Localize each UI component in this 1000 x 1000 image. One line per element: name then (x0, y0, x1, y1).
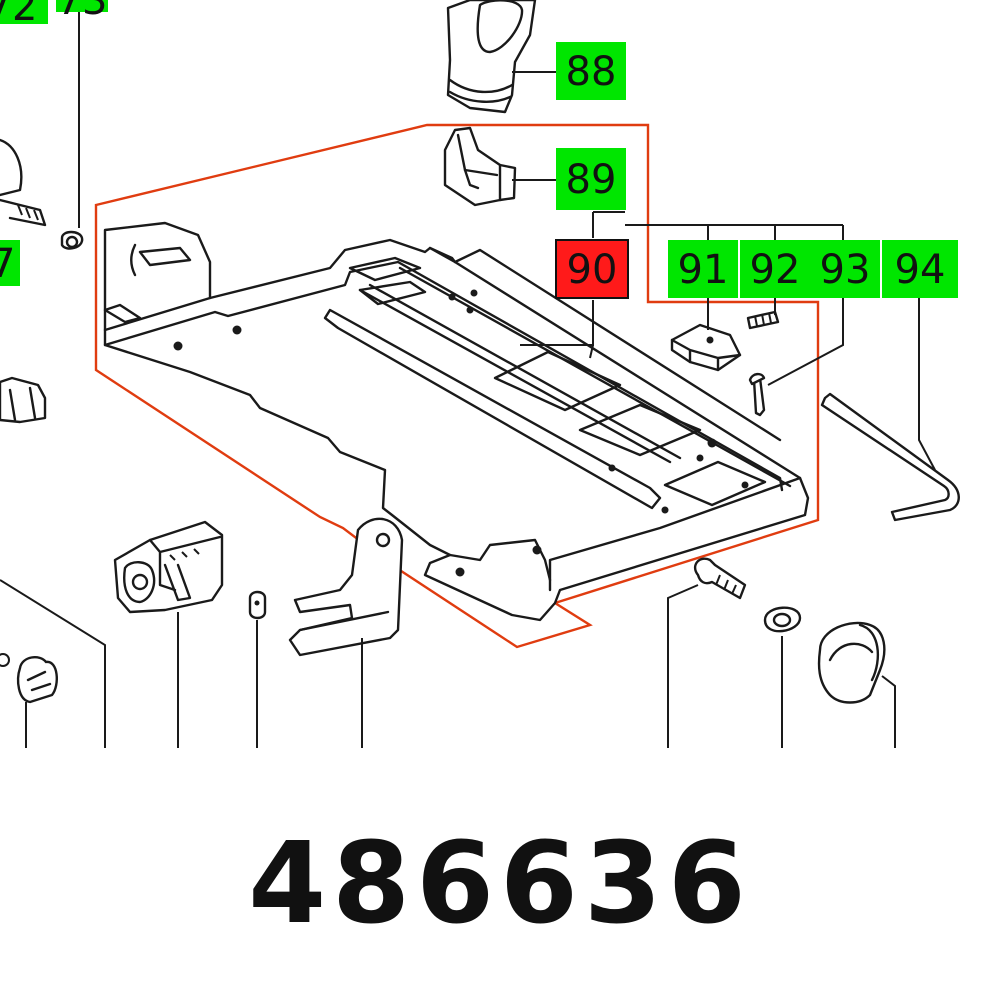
grub-screw-part (746, 310, 780, 330)
clamp-block-part (113, 520, 224, 614)
callout-93: 93 (810, 240, 880, 298)
callout-text-72: 72 (0, 0, 37, 30)
callout-text-92: 92 (750, 247, 801, 293)
callout-text-94: 94 (895, 247, 946, 293)
callout-box-90 (555, 239, 629, 299)
callout-box-73 (56, 0, 108, 12)
callout-labels: 72 73 77 88 89 90 91 92 93 94 (0, 0, 958, 299)
small-nut-part (248, 590, 267, 620)
hex-key-part (820, 392, 960, 522)
callout-box-72 (0, 0, 48, 24)
slider-block-part (670, 323, 742, 372)
callout-94: 94 (882, 240, 958, 298)
callout-box-89 (556, 148, 626, 210)
callout-text-89: 89 (566, 157, 617, 203)
callout-text-93: 93 (820, 247, 871, 293)
clip-part (443, 126, 517, 207)
callout-88: 88 (556, 42, 626, 100)
left-side-parts (0, 138, 84, 704)
callout-text-88: 88 (566, 49, 617, 95)
bracket-part (288, 517, 404, 657)
callout-91: 91 (668, 240, 738, 298)
callout-text-77: 77 (0, 241, 15, 287)
leader-lines (0, 0, 936, 748)
base-plate (103, 221, 810, 622)
callout-box-77 (0, 240, 20, 286)
callout-box-94 (882, 240, 958, 298)
callout-box-93 (810, 240, 880, 298)
callout-text-90: 90 (567, 247, 618, 293)
callout-90: 90 (555, 239, 629, 299)
callout-text-73: 73 (57, 0, 108, 24)
callout-77: 77 (0, 240, 20, 287)
callout-89: 89 (556, 148, 626, 210)
callout-box-91 (668, 240, 738, 298)
callout-92: 92 (740, 240, 810, 298)
callout-72: 72 (0, 0, 48, 30)
callout-73: 73 (56, 0, 108, 24)
callout-text-91: 91 (678, 247, 729, 293)
screw-part (748, 372, 766, 417)
part-number: 486636 (248, 819, 752, 949)
part-90-outline (94, 123, 820, 649)
right-side-parts (693, 557, 886, 704)
callout-box-88 (556, 42, 626, 100)
callout-box-92 (740, 240, 810, 298)
hose-elbow-part (446, 0, 537, 114)
